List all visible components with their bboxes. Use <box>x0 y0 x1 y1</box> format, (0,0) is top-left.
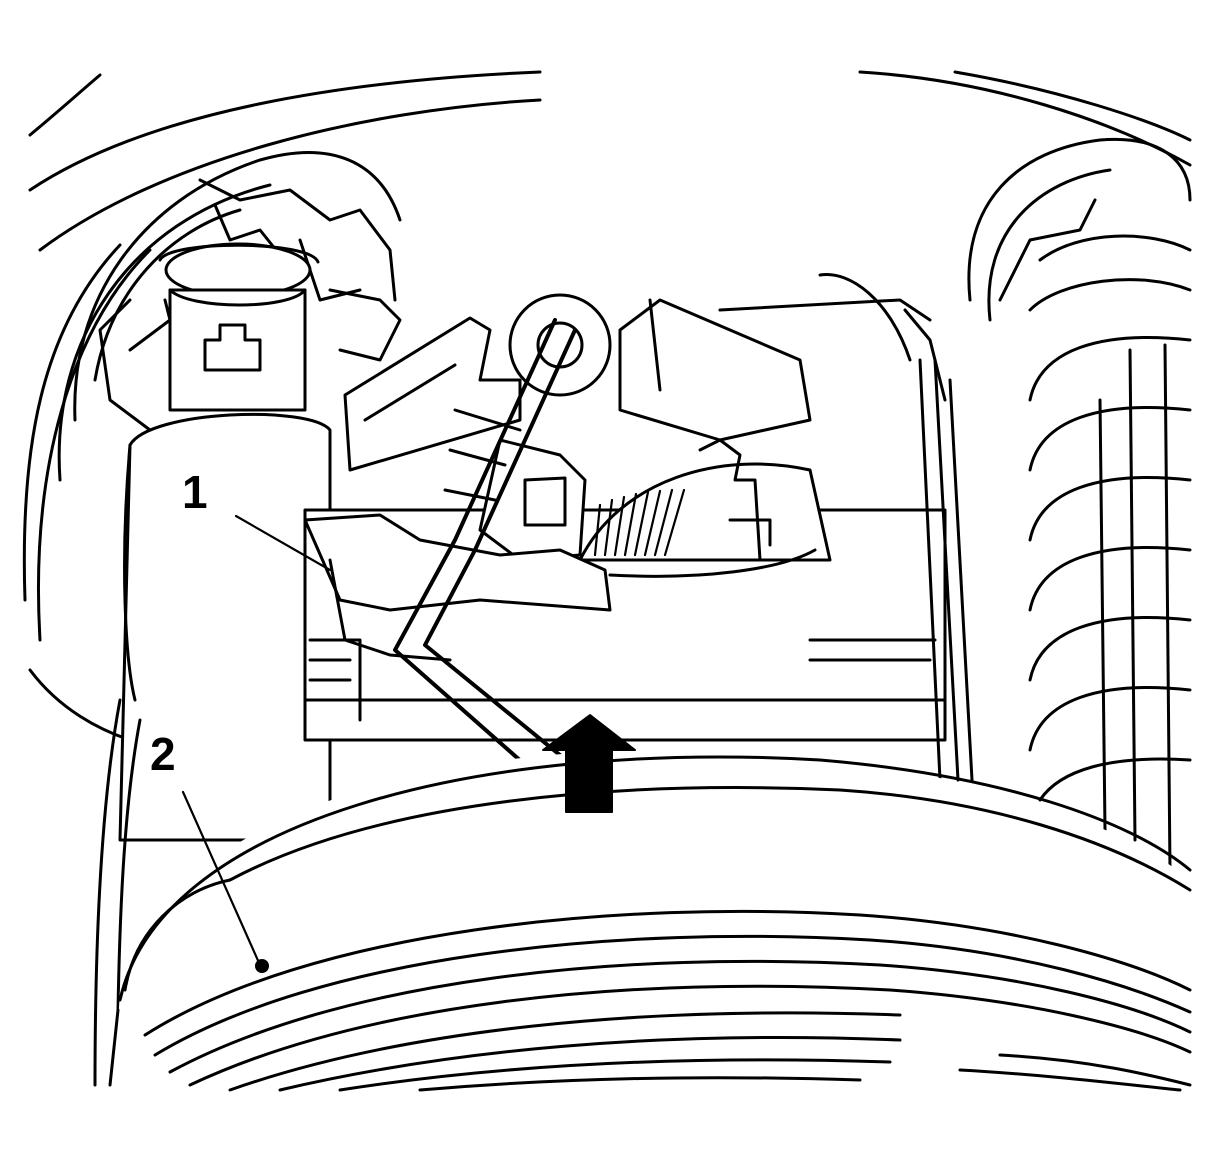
right-coil-spring <box>967 137 1192 872</box>
vertical-post <box>93 242 332 1087</box>
callout-2: 2 <box>150 728 269 973</box>
callout-2-label: 2 <box>150 728 176 780</box>
gear-teeth <box>593 488 686 557</box>
central-mechanism <box>303 272 947 742</box>
direction-arrow-up-icon <box>542 714 636 813</box>
callout-2-dot <box>255 959 269 973</box>
callout-1-label: 1 <box>182 466 208 518</box>
foreground-drum <box>108 749 1192 1166</box>
left-coil-assembly <box>57 151 402 482</box>
callout-1: 1 <box>182 466 332 572</box>
right-guides <box>903 308 974 782</box>
